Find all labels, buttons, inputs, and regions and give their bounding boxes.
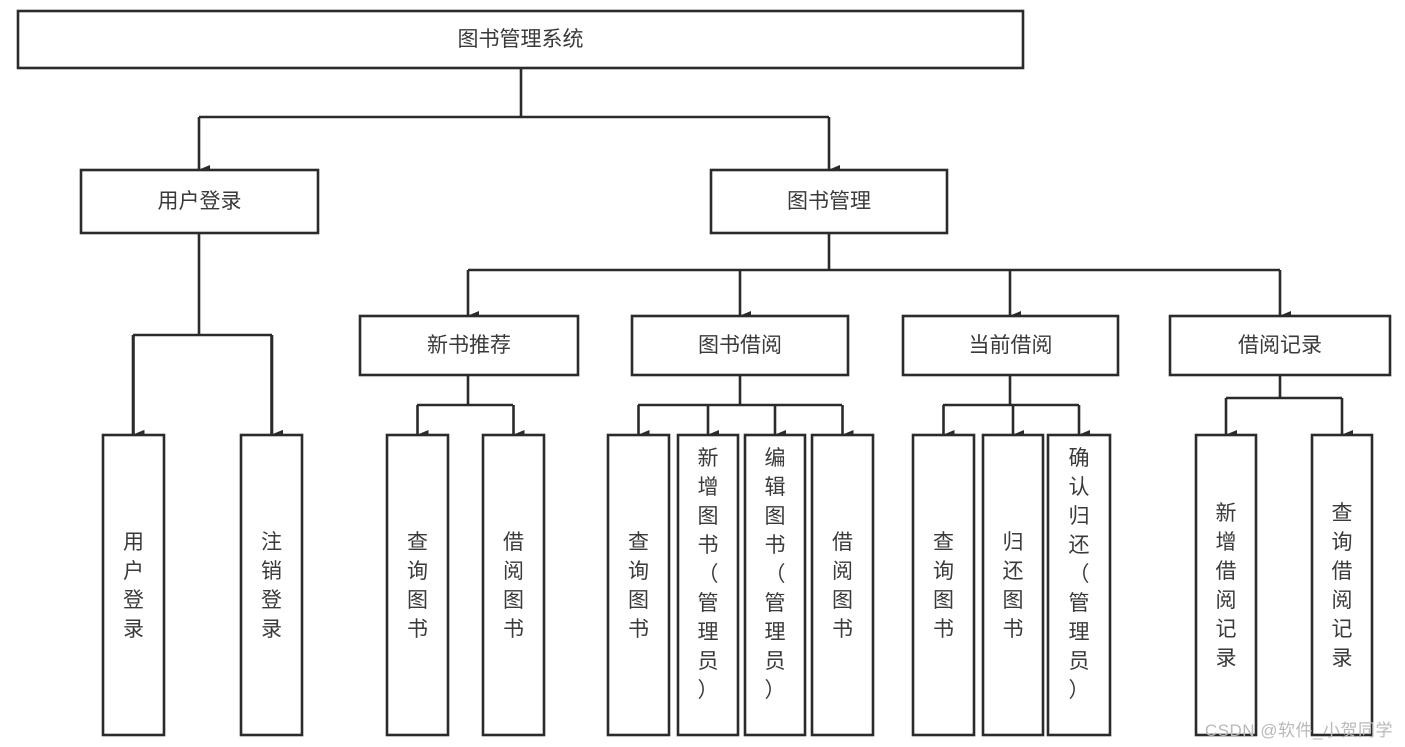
node-user-login[interactable]: 用户登录 — [79, 168, 320, 235]
node-leaf-query-borrow-record[interactable]: 查询借阅记录 — [1310, 433, 1374, 737]
node-leaf-logout[interactable]: 注销登录 — [239, 433, 304, 737]
node-label-leaf-query-book-borrow: 查询图书 — [628, 531, 649, 641]
node-root[interactable]: 图书管理系统 — [16, 9, 1025, 70]
node-label-leaf-confirm-return-admin: 确认归还（管理员） — [1069, 447, 1090, 702]
node-box-leaf-add-book-admin — [676, 433, 740, 737]
node-box-leaf-confirm-return-admin — [1046, 433, 1112, 737]
node-leaf-return-book[interactable]: 归还图书 — [981, 433, 1045, 737]
node-layer: 图书管理系统用户登录图书管理新书推荐图书借阅当前借阅借阅记录用户登录注销登录查询… — [16, 9, 1392, 737]
node-box-book-borrow — [630, 314, 850, 377]
node-box-leaf-logout — [239, 433, 304, 737]
node-leaf-add-borrow-record[interactable]: 新增借阅记录 — [1194, 433, 1258, 737]
node-box-new-book-recommend — [358, 314, 580, 377]
node-label-book-manage: 图书管理 — [787, 190, 871, 213]
node-label-leaf-add-borrow-record: 新增借阅记录 — [1216, 502, 1237, 670]
node-box-current-borrow — [901, 314, 1120, 377]
node-box-book-manage — [709, 168, 949, 235]
node-label-leaf-logout: 注销登录 — [261, 531, 282, 641]
node-box-leaf-edit-book-admin — [743, 433, 807, 737]
node-leaf-query-book-borrow[interactable]: 查询图书 — [606, 433, 671, 737]
node-box-leaf-query-book-borrow — [606, 433, 671, 737]
node-new-book-recommend[interactable]: 新书推荐 — [358, 314, 580, 377]
node-label-leaf-edit-book-admin: 编辑图书（管理员） — [765, 447, 786, 702]
node-label-leaf-query-book-current: 查询图书 — [933, 531, 954, 641]
node-box-leaf-query-borrow-record — [1310, 433, 1374, 737]
node-box-leaf-add-borrow-record — [1194, 433, 1258, 737]
node-box-leaf-borrow-book — [810, 433, 875, 737]
node-label-book-borrow: 图书借阅 — [698, 334, 782, 357]
node-label-new-book-recommend: 新书推荐 — [427, 334, 511, 357]
node-box-borrow-record — [1168, 314, 1392, 377]
node-label-root: 图书管理系统 — [458, 28, 584, 51]
node-label-leaf-add-book-admin: 新增图书（管理员） — [698, 447, 719, 702]
node-label-current-borrow: 当前借阅 — [969, 334, 1053, 357]
node-label-leaf-borrow-book: 借阅图书 — [832, 531, 853, 641]
node-box-root — [16, 9, 1025, 70]
node-box-leaf-borrow-book-recommend — [481, 433, 546, 737]
node-box-leaf-query-book-current — [911, 433, 976, 737]
node-label-leaf-borrow-book-recommend: 借阅图书 — [503, 531, 524, 641]
node-borrow-record[interactable]: 借阅记录 — [1168, 314, 1392, 377]
node-leaf-borrow-book-recommend[interactable]: 借阅图书 — [481, 433, 546, 737]
node-box-leaf-query-book-recommend — [385, 433, 450, 737]
node-leaf-confirm-return-admin[interactable]: 确认归还（管理员） — [1046, 433, 1112, 737]
node-book-borrow[interactable]: 图书借阅 — [630, 314, 850, 377]
node-box-user-login — [79, 168, 320, 235]
node-leaf-borrow-book[interactable]: 借阅图书 — [810, 433, 875, 737]
node-leaf-add-book-admin[interactable]: 新增图书（管理员） — [676, 433, 740, 737]
node-label-leaf-return-book: 归还图书 — [1003, 531, 1024, 641]
node-leaf-query-book-recommend[interactable]: 查询图书 — [385, 433, 450, 737]
node-leaf-edit-book-admin[interactable]: 编辑图书（管理员） — [743, 433, 807, 737]
node-label-leaf-user-login: 用户登录 — [123, 531, 144, 641]
node-label-user-login: 用户登录 — [158, 190, 242, 213]
node-box-leaf-user-login — [101, 433, 166, 737]
node-book-manage[interactable]: 图书管理 — [709, 168, 949, 235]
connector-layer — [131, 68, 1353, 440]
node-leaf-user-login[interactable]: 用户登录 — [101, 433, 166, 737]
node-leaf-query-book-current[interactable]: 查询图书 — [911, 433, 976, 737]
node-box-leaf-return-book — [981, 433, 1045, 737]
node-label-leaf-query-borrow-record: 查询借阅记录 — [1332, 502, 1353, 670]
node-label-leaf-query-book-recommend: 查询图书 — [407, 531, 428, 641]
node-current-borrow[interactable]: 当前借阅 — [901, 314, 1120, 377]
node-label-borrow-record: 借阅记录 — [1238, 334, 1322, 357]
